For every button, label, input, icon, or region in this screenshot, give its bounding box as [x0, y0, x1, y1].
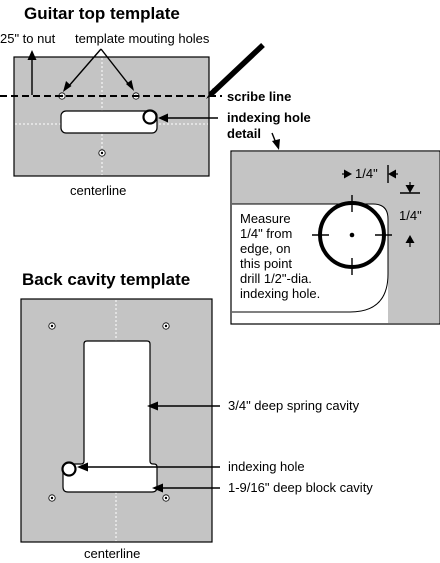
back-centerline-label: centerline [84, 546, 140, 561]
scribe-pencil-icon [206, 42, 265, 99]
detail-callout-arrow [271, 132, 280, 150]
mounting-hole [162, 322, 170, 330]
mounting-holes-label: template mouting holes [75, 31, 210, 46]
scribe-line-label: scribe line [227, 89, 291, 104]
detail-text-line: edge, on [240, 241, 291, 256]
right-dimension [400, 182, 420, 247]
top-dimension-label: 1/4" [355, 166, 378, 181]
back-cavity-cutout [62, 340, 158, 493]
block-cavity-arrow [152, 483, 220, 493]
mounting-hole [98, 149, 106, 157]
detail-text-line: drill 1/2"-dia. [240, 271, 312, 286]
guitar-top-title: Guitar top template [24, 4, 180, 23]
detail-crosshair [312, 195, 392, 275]
mounting-hole [48, 322, 56, 330]
spring-cavity-label: 3/4" deep spring cavity [228, 398, 360, 413]
indexing-hole-detail: 1/4" 1/4" Measure 1/4" from edge, on thi… [230, 150, 440, 325]
guitar-top-template [13, 56, 210, 177]
back-cavity-title: Back cavity template [22, 270, 190, 289]
mounting-hole [48, 494, 56, 502]
top-route-slot [60, 110, 158, 134]
detail-gray-region [232, 152, 439, 323]
top-indexing-hole [142, 109, 158, 125]
back-indexing-label: indexing hole [228, 459, 305, 474]
indexing-hole-arrow [77, 462, 220, 472]
back-cavity-template [20, 298, 213, 543]
indexing-detail-label-1: indexing hole [227, 110, 311, 125]
mounting-holes-arrows [63, 48, 134, 92]
right-dimension-label: 1/4" [399, 208, 422, 223]
top-dimension [342, 165, 398, 183]
spring-cavity-arrow [147, 401, 220, 411]
indexing-detail-arrow [158, 113, 218, 123]
nut-distance-label: 25" to nut [0, 31, 56, 46]
mounting-hole [162, 494, 170, 502]
back-indexing-hole [61, 461, 77, 477]
top-centerline-label: centerline [70, 183, 126, 198]
detail-instructions: Measure 1/4" from edge, on this point dr… [240, 211, 320, 301]
detail-text-line: indexing hole. [240, 286, 320, 301]
detail-text-line: 1/4" from [240, 226, 292, 241]
nut-arrow [27, 50, 37, 95]
detail-text-line: this point [240, 256, 292, 271]
block-cavity-label: 1-9/16" deep block cavity [228, 480, 373, 495]
detail-center-point [349, 232, 355, 238]
indexing-detail-label-2: detail [227, 126, 261, 141]
detail-slot-edge [232, 203, 389, 313]
detail-text-line: Measure [240, 211, 291, 226]
